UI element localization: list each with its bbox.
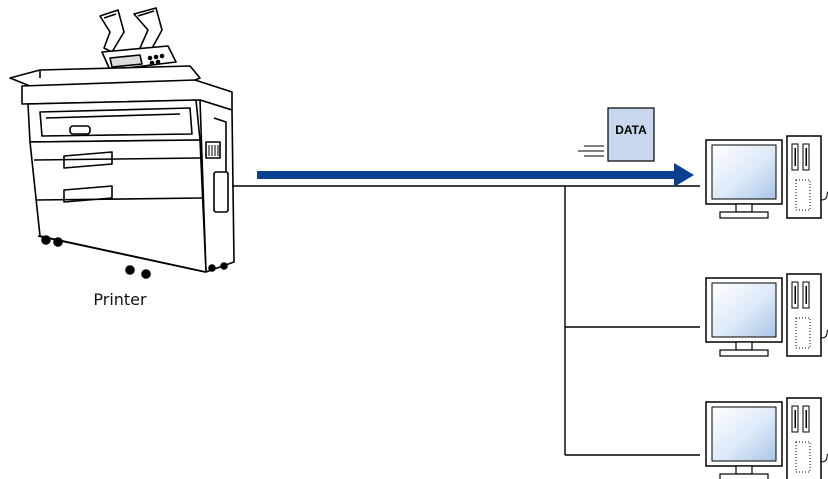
desktop-computer-icon [706, 398, 828, 479]
printer-label: Printer [80, 290, 160, 309]
data-document-icon: DATA [578, 108, 654, 161]
data-document-label: DATA [615, 123, 647, 137]
desktop-computer-icon [706, 274, 828, 356]
desktop-computer-icon [706, 136, 828, 218]
data-flow-arrow [257, 163, 694, 187]
network-cables [232, 186, 700, 455]
printer-icon [10, 8, 234, 278]
